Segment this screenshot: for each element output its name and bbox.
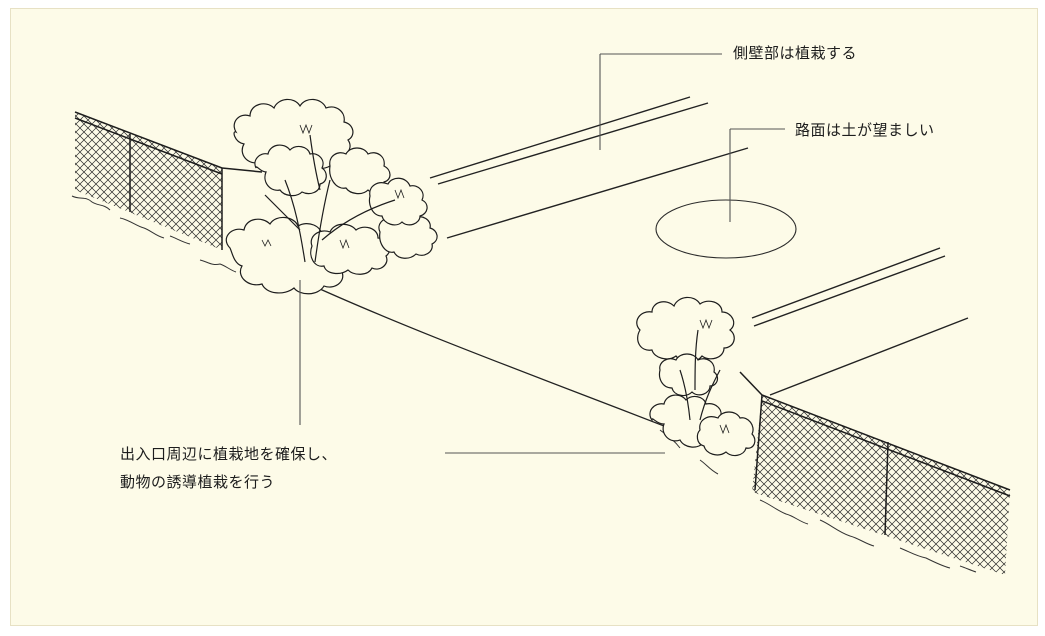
entrance-annotation-line1: 出入口周辺に植栽地を確保し、 [120, 445, 338, 463]
road-surface-marker [655, 199, 797, 259]
left-tree-group [225, 98, 438, 295]
entrance-planting-annotation: 出入口周辺に植栽地を確保し、 動物の誘導植栽を行う [120, 440, 337, 496]
side-wall-annotation: 側壁部は植栽する [733, 44, 858, 62]
right-tree-group [636, 296, 756, 457]
entrance-annotation-line2: 動物の誘導植栽を行う [120, 473, 276, 491]
road-surface-annotation: 路面は土が望ましい [795, 121, 935, 139]
road-edge-line [299, 279, 701, 441]
leader-lines [299, 53, 785, 454]
upper-culvert-rails [429, 96, 749, 239]
lower-culvert-rails [751, 247, 969, 396]
right-fence [739, 371, 1011, 575]
